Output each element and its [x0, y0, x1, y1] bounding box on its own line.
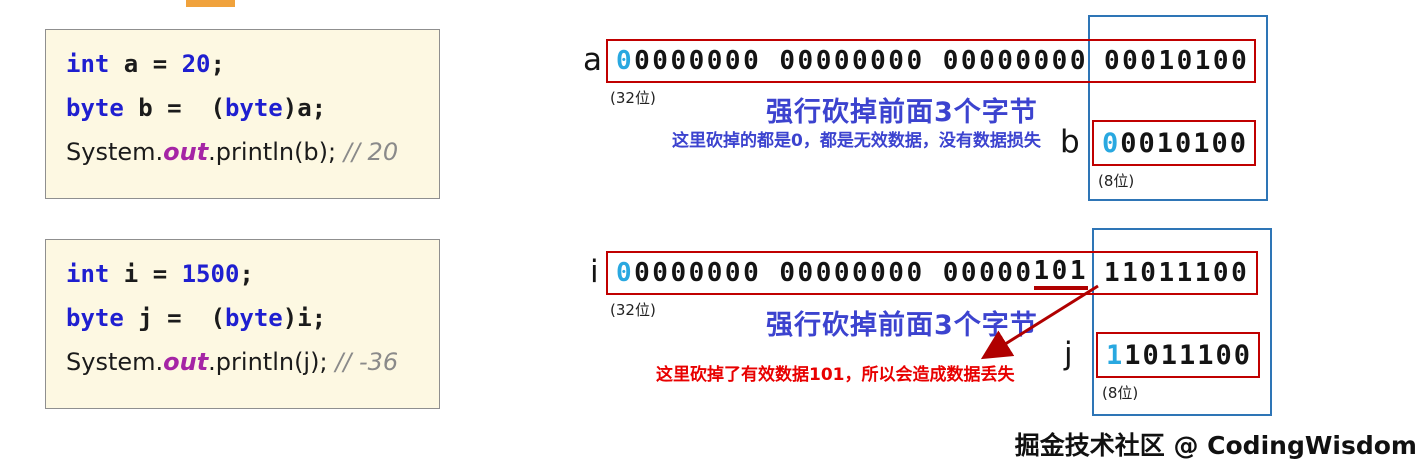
bit-width-label-b: (8位) [1098, 172, 1135, 190]
code-token-kw: byte [66, 94, 124, 122]
result-bits: 1011100 [1124, 339, 1253, 371]
code-token-comment: // -36 [335, 348, 399, 376]
bits-mid: 0000000 00000000 00000 [634, 258, 1034, 288]
code-token-out: out [163, 348, 209, 376]
code-token-kw: byte [224, 94, 283, 122]
code-token-num: 1500 [181, 260, 240, 288]
code-lines: int a = 20;byte b = (byte)a;System.out.p… [66, 42, 419, 174]
bit-width-label-i: (32位) [610, 301, 656, 319]
var-label-i: i [590, 254, 599, 290]
code-token-sys: .println(b); [208, 138, 344, 166]
code-token-kw: byte [66, 304, 124, 332]
byte-column-outline-i [1092, 228, 1272, 416]
code-token-plain: a = [109, 50, 182, 78]
watermark: 掘金技术社区 @ CodingWisdom [1014, 431, 1417, 460]
data-loss-note-i: 这里砍掉了有效数据101，所以会造成数据丢失 [656, 365, 1015, 385]
code-lines: int i = 1500;byte j = (byte)i;System.out… [66, 252, 419, 384]
code-token-plain: i = [109, 260, 182, 288]
var-label-j: j [1064, 336, 1073, 372]
code-block-cast-a: int a = 20;byte b = (byte)a;System.out.p… [45, 29, 440, 199]
code-token-kw: int [66, 260, 110, 288]
code-token-num: 20 [181, 50, 211, 78]
code-line: byte b = (byte)a; [66, 86, 419, 130]
chop-note-a: 这里砍掉的都是0，都是无效数据，没有数据损失 [672, 131, 1041, 151]
code-token-plain: )a; [282, 94, 327, 122]
bits-underlined: 101 [1033, 256, 1088, 290]
bit-width-label-a: (32位) [610, 89, 656, 107]
sign-bit: 0 [616, 258, 635, 288]
code-token-comment: // 20 [343, 138, 399, 166]
cropped-highlight-fragment [186, 0, 235, 7]
code-line: int i = 1500; [66, 252, 419, 296]
var-label-b: b [1060, 124, 1080, 160]
code-line: int a = 20; [66, 42, 419, 86]
code-token-plain: ; [210, 50, 225, 78]
code-token-kw: int [66, 50, 110, 78]
code-token-plain: )i; [282, 304, 327, 332]
code-token-sys: System. [66, 138, 164, 166]
code-line: System.out.println(j); // -36 [66, 340, 419, 384]
result-sign-bit: 0 [1102, 127, 1121, 159]
bits-last-byte: 11011100 [1104, 258, 1250, 288]
sign-bit: 0 [616, 46, 635, 76]
code-token-out: out [163, 138, 209, 166]
result-bits: 0010100 [1120, 127, 1249, 159]
byte-column-outline-a [1088, 15, 1268, 201]
bit-width-label-j: (8位) [1102, 384, 1139, 402]
chop-title-a: 强行砍掉前面3个字节 [766, 97, 1038, 128]
code-token-plain: ; [239, 260, 254, 288]
code-token-plain: b = ( [123, 94, 225, 122]
code-block-cast-i: int i = 1500;byte j = (byte)i;System.out… [45, 239, 440, 409]
code-line: byte j = (byte)i; [66, 296, 419, 340]
code-line: System.out.println(b); // 20 [66, 130, 419, 174]
code-token-kw: byte [224, 304, 283, 332]
bits-mid: 0000000 00000000 00000000 [634, 46, 1088, 76]
code-token-sys: System. [66, 348, 164, 376]
data-loss-arrow [980, 284, 1099, 360]
code-token-plain: j = ( [123, 304, 225, 332]
result-sign-bit: 1 [1106, 339, 1125, 371]
code-token-sys: .println(j); [208, 348, 336, 376]
bits-last-byte: 00010100 [1104, 46, 1250, 76]
var-label-a: a [583, 42, 602, 78]
